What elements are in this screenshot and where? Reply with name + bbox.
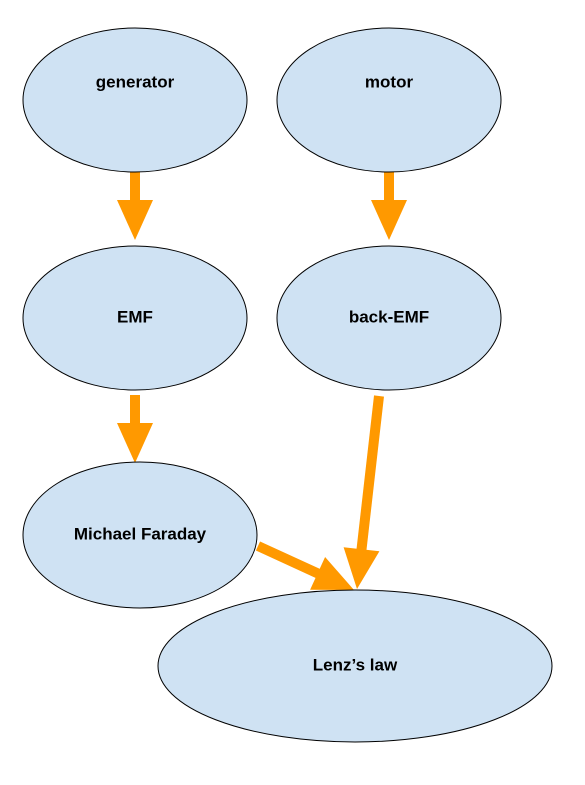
arrow-head xyxy=(117,423,153,463)
node-label: motor xyxy=(365,72,414,91)
arrow-head xyxy=(310,557,354,590)
node-lenzs-law: Lenz’s law xyxy=(157,589,553,743)
arrow-shaft xyxy=(356,395,384,552)
arrow-head xyxy=(371,200,407,240)
node-ellipse xyxy=(22,245,248,391)
edge-motor-to-back-emf xyxy=(371,172,407,240)
node-ellipse xyxy=(276,27,502,173)
node-ellipse xyxy=(22,461,258,609)
arrow-head xyxy=(343,547,380,589)
node-emf: EMF xyxy=(22,245,248,391)
arrow-shaft xyxy=(255,541,322,579)
edge-generator-to-emf xyxy=(117,172,153,240)
node-ellipse xyxy=(276,245,502,391)
node-ellipse xyxy=(22,27,248,173)
node-label: generator xyxy=(96,72,175,91)
edge-emf-to-michael-faraday xyxy=(117,395,153,463)
node-label: Michael Faraday xyxy=(74,524,207,543)
node-label: EMF xyxy=(117,307,153,326)
node-back-emf: back-EMF xyxy=(276,245,502,391)
node-generator: generator xyxy=(22,27,248,173)
node-label: back-EMF xyxy=(349,307,429,326)
node-michael-faraday: Michael Faraday xyxy=(22,461,258,609)
edge-back-emf-to-lenzs-law xyxy=(343,395,384,589)
node-ellipse xyxy=(157,589,553,743)
node-motor: motor xyxy=(276,27,502,173)
arrow-head xyxy=(117,200,153,240)
edges-layer xyxy=(117,172,407,590)
node-label: Lenz’s law xyxy=(313,655,398,674)
edge-michael-faraday-to-lenzs-law xyxy=(255,541,354,590)
